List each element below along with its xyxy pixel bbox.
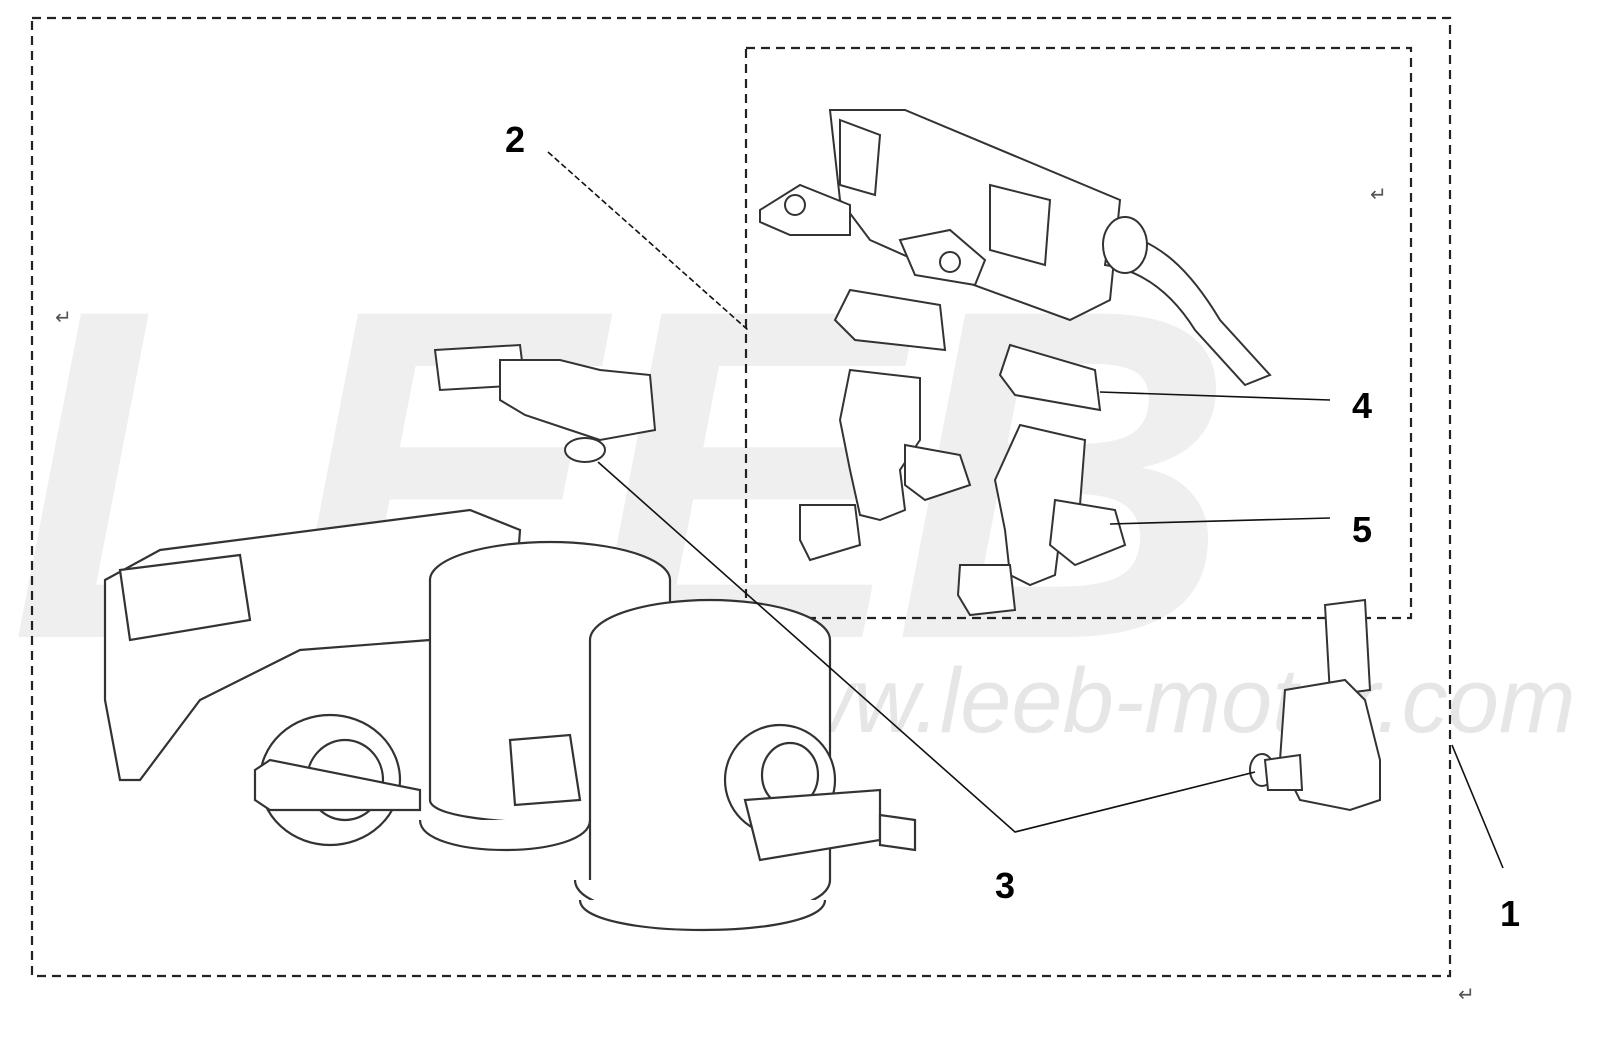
watermark-url: www.leeb-motor.com [720,650,1576,752]
leader-line-1 [1451,744,1504,869]
callout-2: 2 [505,119,526,160]
callout-5: 5 [1352,509,1373,550]
leader-line-5 [1109,517,1331,525]
callout-4: 4 [1352,385,1373,426]
injector-left [799,288,972,562]
badge-4 [1343,383,1387,427]
return-mark: ↵ [1458,982,1475,1006]
callout-3: 3 [995,865,1016,906]
callout-1: 1 [1500,893,1521,934]
leader-line-3 [597,461,1256,833]
injector-group-frame [744,46,1413,620]
badge-5 [1343,508,1387,552]
injector-right [956,343,1127,617]
assembly-frame [30,16,1452,978]
return-mark: ↵ [1370,182,1387,206]
map-sensor [433,343,657,463]
fuel-rail [759,109,1272,387]
tps-sensor [1249,598,1381,812]
leader-line-2 [547,151,749,331]
return-mark: ↵ [55,305,72,329]
leader-line-4 [1099,391,1331,401]
throttle-body [103,508,917,932]
